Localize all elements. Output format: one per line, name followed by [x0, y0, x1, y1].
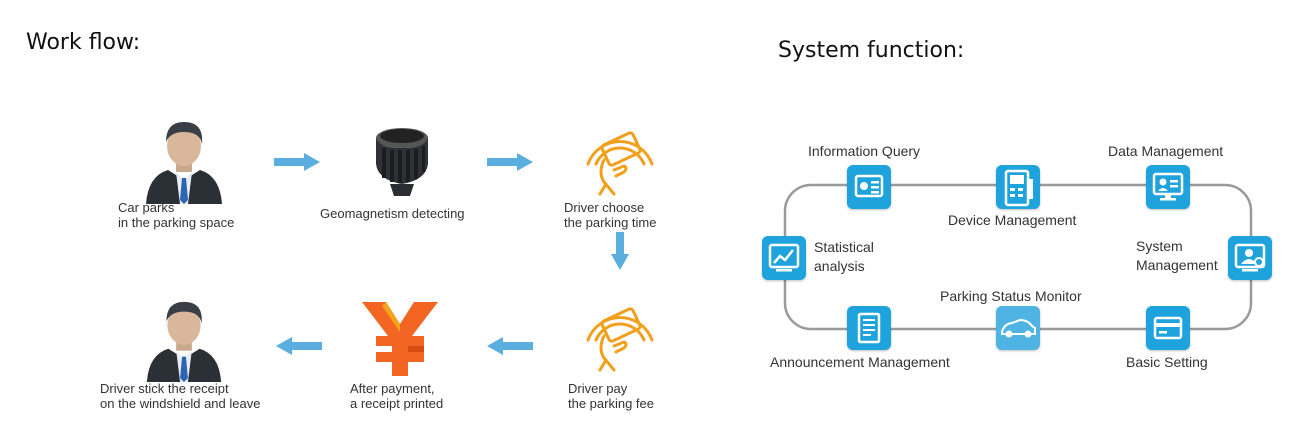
workflow-title: Work flow:	[26, 30, 141, 55]
label-announcement-management: Announcement Management	[770, 354, 950, 370]
label-basic-setting: Basic Setting	[1126, 354, 1208, 370]
step-choose-parking-time: Driver choose the parking time	[564, 200, 657, 230]
user-monitor-icon	[1234, 243, 1266, 272]
yuan-receipt-icon	[362, 302, 438, 376]
step-pay-parking-fee: Driver pay the parking fee	[568, 381, 655, 411]
announcement-management-tile	[847, 306, 891, 350]
arrow-right-icon	[274, 153, 320, 171]
step-car-parks: Car parks in the parking space	[118, 200, 235, 230]
system-function-title: System function:	[778, 38, 965, 63]
parking-status-monitor-tile	[996, 306, 1040, 350]
step-receipt-printed: After payment, a receipt printed	[350, 381, 444, 411]
basic-setting-tile	[1146, 306, 1190, 350]
statistical-analysis-tile	[762, 236, 806, 280]
card-tap-icon	[586, 307, 654, 372]
data-management-tile	[1146, 165, 1190, 209]
card-tap-icon	[586, 131, 654, 196]
label-information-query: Information Query	[808, 143, 921, 159]
info-card-icon	[854, 174, 884, 198]
label-parking-status-monitor: Parking Status Monitor	[940, 288, 1082, 304]
arrow-left-icon	[276, 337, 322, 355]
device-management-tile	[996, 165, 1040, 209]
geomagnetic-sensor-icon	[376, 128, 428, 196]
information-query-tile	[847, 165, 891, 209]
person-icon	[146, 122, 222, 204]
document-icon	[857, 312, 881, 344]
arrow-down-icon	[611, 232, 629, 270]
chart-screen-icon	[768, 243, 800, 272]
label-system-management: System Management	[1136, 238, 1218, 273]
arrow-left-icon	[487, 337, 533, 355]
card-settings-icon	[1153, 316, 1183, 340]
person-icon	[146, 301, 222, 382]
system-management-tile	[1228, 236, 1272, 280]
arrow-right-icon	[487, 153, 533, 171]
label-data-management: Data Management	[1108, 143, 1224, 159]
car-icon	[1001, 318, 1036, 338]
step-leave: Driver stick the receipt on the windshie…	[100, 381, 261, 411]
monitor-profile-icon	[1152, 172, 1184, 201]
label-device-management: Device Management	[948, 212, 1077, 228]
device-terminal-icon	[1004, 169, 1033, 207]
label-statistical-analysis: Statistical analysis	[814, 239, 874, 274]
step-geomagnetism-detecting: Geomagnetism detecting	[320, 206, 465, 221]
